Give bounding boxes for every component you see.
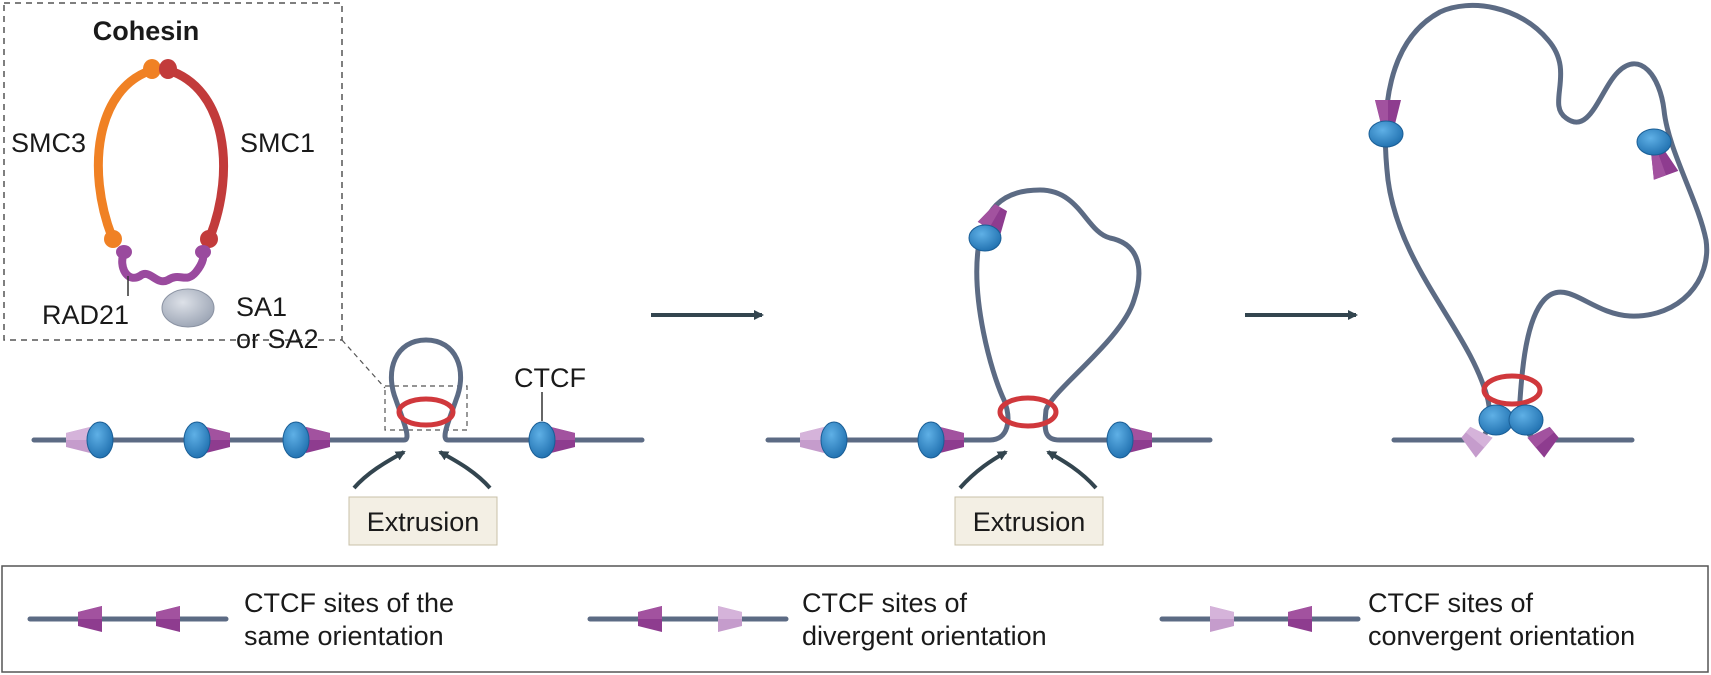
legend-text-same-1: CTCF sites of the (244, 588, 454, 618)
extrusion-label-2: Extrusion (973, 507, 1086, 537)
legend-text-convergent-1: CTCF sites of (1368, 588, 1534, 618)
ctcf-label: CTCF (514, 363, 586, 393)
cohesin-ring-1 (396, 396, 456, 428)
zoom-connector (341, 339, 386, 389)
smc1-arm (163, 65, 229, 242)
chromatin-fiber-2 (765, 187, 1213, 443)
ctcf-protein-3c (1368, 120, 1404, 148)
smc1-label: SMC1 (240, 128, 315, 158)
ctcf-site-1c (306, 427, 330, 453)
extrusion-box-2 (954, 496, 1104, 546)
extrusion-arrow-left-1 (352, 450, 406, 490)
legend-text-convergent-2: convergent orientation (1368, 621, 1635, 651)
ctcf-site-1a (66, 427, 90, 453)
ctcf-protein-1a (86, 421, 114, 459)
legend-item-same: CTCF sites of the same orientation (27, 588, 454, 651)
cohesin-ring-2 (997, 395, 1059, 429)
extrusion-label-1: Extrusion (367, 507, 480, 537)
ctcf-protein-3d (1636, 128, 1672, 156)
legend-item-divergent: CTCF sites of divergent orientation (587, 588, 1047, 651)
ctcf-protein-2b (917, 421, 945, 459)
ctcf-protein-2c (1106, 421, 1134, 459)
ctcf-protein-2a (820, 421, 848, 459)
inset-frame (3, 2, 343, 341)
smc3-label: SMC3 (11, 128, 86, 158)
extrusion-arrow-right-2 (1046, 450, 1098, 490)
cohesin-ring-3 (1481, 373, 1543, 407)
panel-3 (1368, 2, 1710, 458)
smc3-head (104, 230, 122, 248)
sa-label-line1: SA1 (236, 292, 287, 322)
sa-subunit (161, 288, 215, 328)
legend-text-divergent-2: divergent orientation (802, 621, 1047, 651)
smc1-hinge (159, 59, 177, 79)
smc1-head (200, 230, 218, 248)
chromatin-fiber-3 (1382, 2, 1710, 443)
rad21-end-right (195, 245, 211, 259)
legend-text-same-2: same orientation (244, 621, 444, 651)
ctcf-protein-3b (1508, 404, 1544, 436)
ctcf-site-2a (800, 427, 824, 453)
ctcf-site-3c (1375, 100, 1401, 124)
legend: CTCF sites of the same orientation CTCF … (1, 565, 1709, 673)
panel-2: Extrusion (765, 187, 1213, 546)
extrusion-arrow-left-2 (958, 450, 1008, 490)
legend-frame (1, 565, 1709, 673)
ctcf-protein-1b (183, 421, 211, 459)
ctcf-protein-2d (968, 224, 1002, 252)
ctcf-protein-1c (282, 421, 310, 459)
cohesin-title: Cohesin (93, 16, 200, 46)
extrusion-arrow-right-1 (438, 450, 492, 490)
zoom-box (384, 385, 468, 431)
ctcf-protein-1d (528, 421, 556, 459)
legend-text-divergent-1: CTCF sites of (802, 588, 968, 618)
cohesin-inset: Cohesin SMC3 SMC1 RAD21 SA1 or SA2 (3, 2, 343, 354)
rad21-subunit (118, 246, 208, 286)
legend-item-convergent: CTCF sites of convergent orientation (1159, 588, 1635, 651)
rad21-end-left (116, 245, 132, 259)
sa-label-line2: or SA2 (236, 324, 319, 354)
smc3-hinge (143, 59, 161, 79)
smc3-arm (93, 65, 157, 242)
ctcf-protein-3a (1478, 404, 1514, 436)
rad21-label: RAD21 (42, 300, 129, 330)
panel-1: CTCF Extrusion (31, 337, 645, 546)
extrusion-box-1 (348, 496, 498, 546)
